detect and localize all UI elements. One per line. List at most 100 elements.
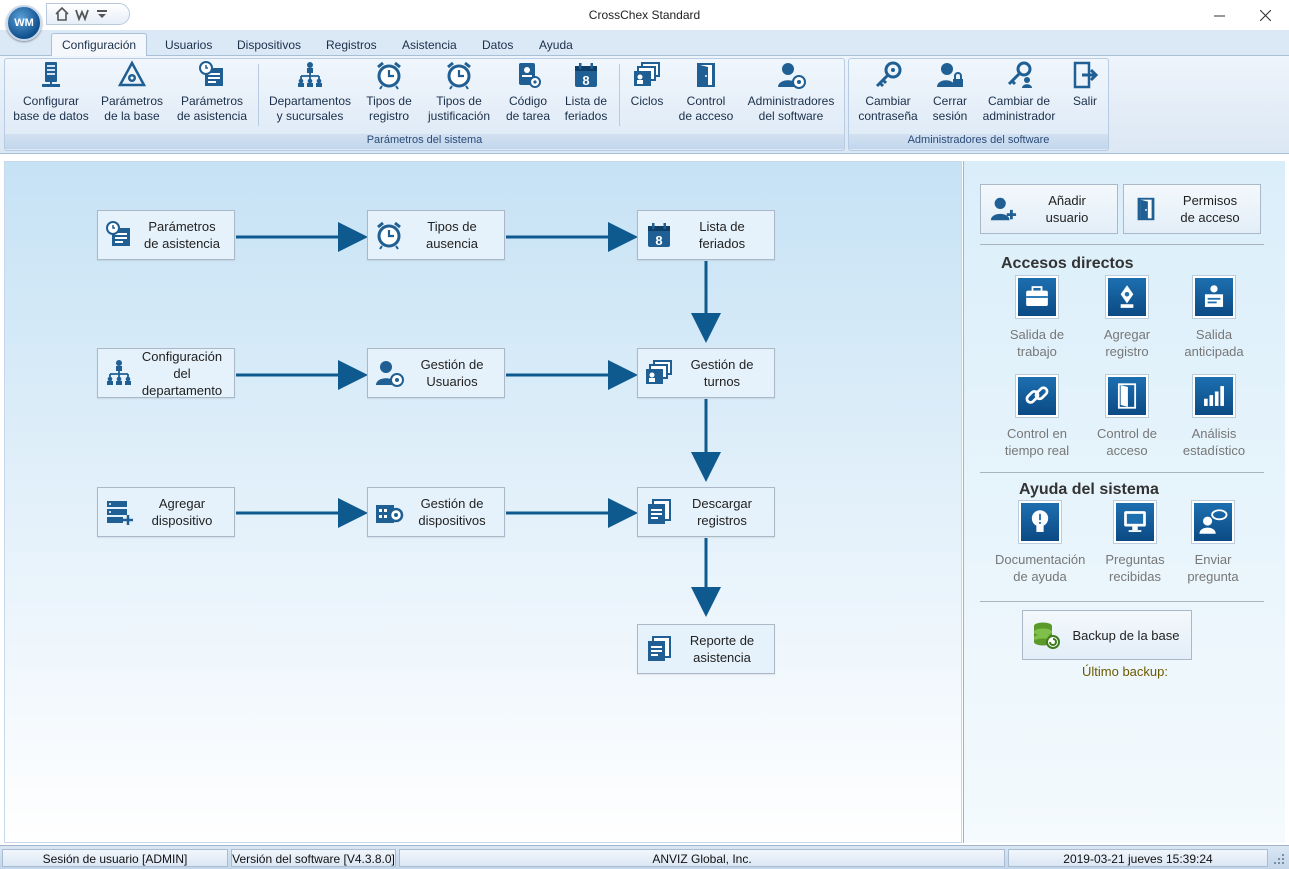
button-label: y sucursales [276,109,344,123]
w-logo-icon[interactable] [75,7,89,21]
maximize-button[interactable] [1196,0,1242,30]
resize-grip-icon[interactable] [1272,852,1286,866]
label-line: estadístico [1182,443,1246,458]
label-line: Salida de [1009,327,1065,342]
tab-usuarios[interactable]: Usuarios [165,38,213,52]
node-label-line: Usuarios [426,374,478,389]
node-label-line: Gestión de [420,357,484,372]
node-label-line: dispositivo [151,513,213,528]
divider [980,472,1264,473]
button-label-line: Permisos [1182,193,1238,208]
ribbon-group-label: Parámetros del sistema [5,134,844,149]
tab-asistencia[interactable]: Asistencia [402,38,457,52]
button-label: contraseña [858,109,918,123]
cycles-button[interactable]: Ciclos [625,60,669,109]
button-label: Cerrar [932,94,967,108]
node-label-line: Agregar [158,496,206,511]
alarm-clock-icon [444,60,474,90]
device-gear-icon [374,497,404,527]
button-label: Cambiar [865,94,911,108]
button-label: Administradores [747,94,835,108]
help-title: Ayuda del sistema [1019,481,1159,498]
button-label: registro [368,109,409,123]
label-line: Control de [1097,426,1157,441]
node-user-management[interactable]: Gestión de Usuarios [367,348,505,398]
button-label: Control [686,94,726,108]
status-session: Sesión de usuario [ADMIN] [2,849,228,867]
shortcut-statistics[interactable]: Análisis estadístico [1169,375,1259,459]
dropdown-arrow-icon[interactable] [95,7,109,21]
backup-database-button[interactable]: Backup de la base [1022,610,1192,660]
tab-registros[interactable]: Registros [326,38,377,52]
divider [980,601,1264,602]
tab-datos[interactable]: Datos [482,38,514,52]
node-add-device[interactable]: Agregar dispositivo [97,487,235,537]
button-label: Configurar [22,94,80,108]
exit-button[interactable]: Salir [1066,60,1104,109]
device-add-icon [104,497,134,527]
tab-ayuda[interactable]: Ayuda [539,38,573,52]
org-chart-icon [104,358,134,388]
link-icon [1016,375,1058,417]
app-logo[interactable]: WM [6,5,42,41]
ribbon-group-system-params: Parámetros del sistema [4,58,845,151]
node-label-line: Reporte de [689,633,755,648]
button-label: Código [508,94,548,108]
monitor-icon [1114,501,1156,543]
early-leave-icon [1193,276,1235,318]
button-label: Departamentos [268,94,352,108]
user-chat-icon [1192,501,1234,543]
alarm-clock-icon [374,220,404,250]
button-label: justificación [427,109,491,123]
tab-dispositivos[interactable]: Dispositivos [237,38,302,52]
minimize-button[interactable] [1196,0,1242,30]
node-label-line: Gestión de [690,357,754,372]
close-button[interactable] [1242,0,1288,30]
label-line: trabajo [1017,344,1057,359]
workflow-arrows [236,222,721,617]
button-label: feriados [564,109,608,123]
label-line: Análisis [1191,426,1237,441]
shortcut-work-exit[interactable]: Salida de trabajo [992,276,1082,360]
exit-icon [1070,60,1100,90]
clock-document-icon [197,60,227,90]
node-label-line: feriados [698,236,746,251]
tab-configuracion[interactable]: Configuración [51,33,148,57]
home-icon[interactable] [55,7,69,21]
